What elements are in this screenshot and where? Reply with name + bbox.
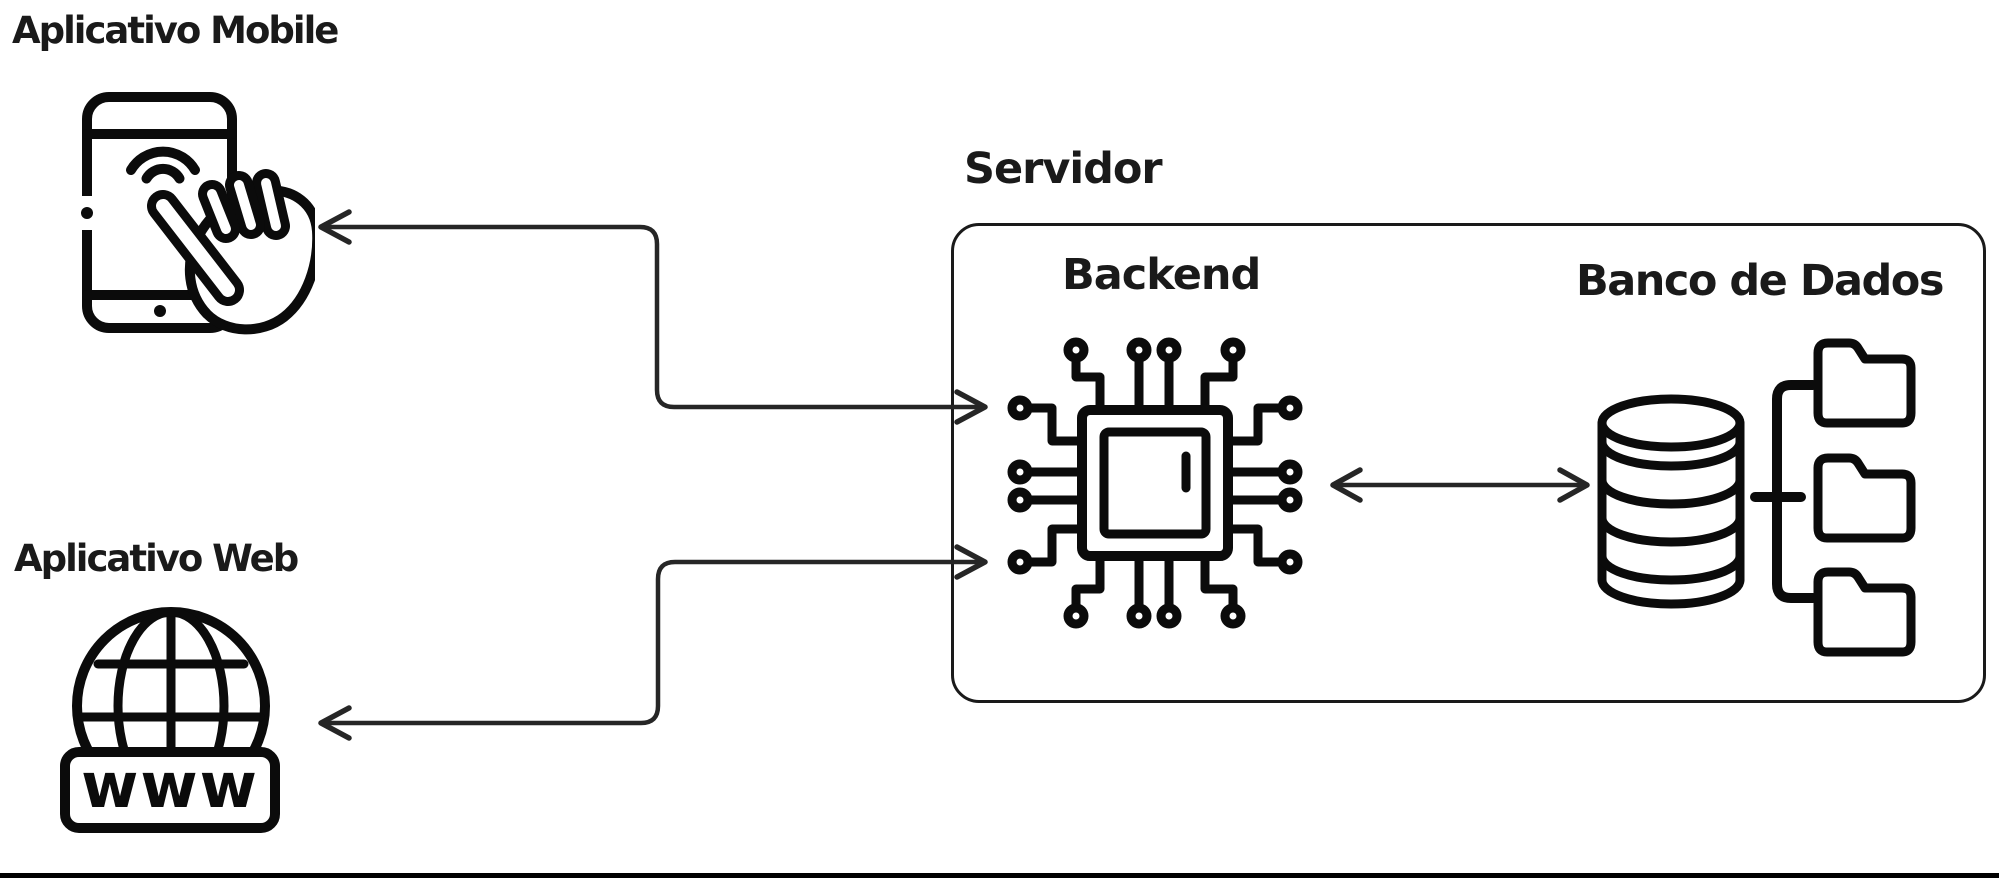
database-cylinder-icon <box>1597 394 1745 609</box>
phone-touch-icon <box>79 92 315 335</box>
www-badge <box>60 747 280 833</box>
connector-server-mobile <box>318 209 988 425</box>
bottom-edge-bar <box>0 873 1999 878</box>
server-label: Servidor <box>964 144 1163 194</box>
chip-pins <box>1007 337 1303 629</box>
database-folders-icon <box>1597 338 1916 657</box>
touch-waves <box>126 146 200 184</box>
folder-icon <box>1813 567 1916 657</box>
backend-label: Backend <box>1062 250 1261 300</box>
www-text: www <box>81 749 259 822</box>
chip-icon <box>1007 337 1303 629</box>
mobile-app-label: Aplicativo Mobile <box>12 9 339 52</box>
folder-icon <box>1813 453 1916 543</box>
globe-www-icon: www <box>60 607 280 833</box>
connector-server-web <box>318 544 988 741</box>
folder-icon <box>1813 338 1916 428</box>
phone-home-dot <box>154 305 166 317</box>
arrowhead-left-icon <box>318 705 352 741</box>
hand <box>147 169 315 335</box>
folder-tree-bracket <box>1750 380 1818 603</box>
arrowhead-left-icon <box>318 209 352 245</box>
database-label: Banco de Dados <box>1576 256 1944 306</box>
web-app-label: Aplicativo Web <box>14 537 299 580</box>
